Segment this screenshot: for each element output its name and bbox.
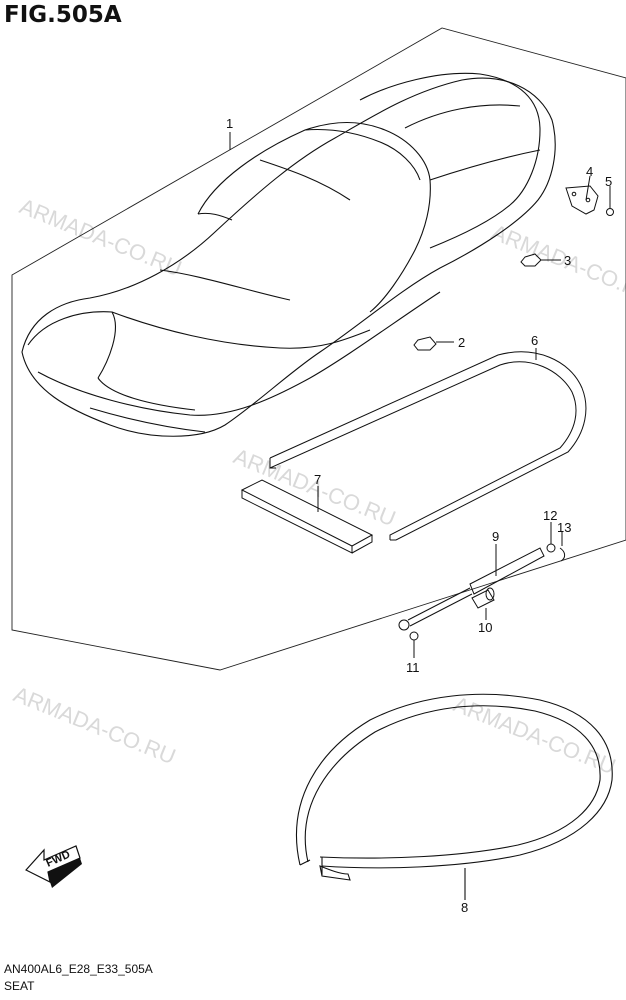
callout-4: 4 (586, 164, 593, 179)
washer-12 (546, 522, 556, 553)
callout-3: 3 (564, 253, 571, 268)
bolt-11 (409, 631, 419, 658)
damper-cap-10 (471, 587, 495, 620)
clip-13 (559, 532, 566, 562)
seal-channel-6 (269, 348, 587, 541)
callout-6: 6 (531, 333, 538, 348)
trim-seal-8 (295, 693, 613, 900)
callout-1: 1 (226, 116, 233, 131)
watermark: ARMADA-CO.RU (488, 219, 626, 307)
nut-2 (413, 336, 454, 351)
callout-10: 10 (478, 620, 492, 635)
callout-5: 5 (605, 174, 612, 189)
callout-11: 11 (406, 660, 420, 675)
assembly-frame (11, 27, 626, 671)
callout-2: 2 (458, 335, 465, 350)
callout-13: 13 (557, 520, 571, 535)
hinge-screw (606, 186, 614, 216)
figure-title: FIG.505A (4, 2, 122, 28)
gas-damper-9 (398, 544, 545, 631)
fwd-arrow-icon: FWD (25, 845, 82, 888)
watermark: ARMADA-CO.RU (10, 681, 179, 769)
figure-name: SEAT (4, 979, 35, 993)
watermark: ARMADA-CO.RU (230, 443, 399, 531)
hinge-bracket (565, 175, 599, 215)
watermark: ARMADA-CO.RU (16, 193, 185, 281)
callout-8: 8 (461, 900, 468, 915)
callout-9: 9 (492, 529, 499, 544)
pad-7 (240, 479, 374, 554)
seat-assembly (21, 72, 556, 437)
nut-3 (520, 253, 561, 267)
watermark: ARMADA-CO.RU (450, 691, 619, 779)
figure-code: AN400AL6_E28_E33_505A (4, 962, 153, 976)
callout-12: 12 (543, 508, 557, 523)
callout-7: 7 (314, 472, 321, 487)
